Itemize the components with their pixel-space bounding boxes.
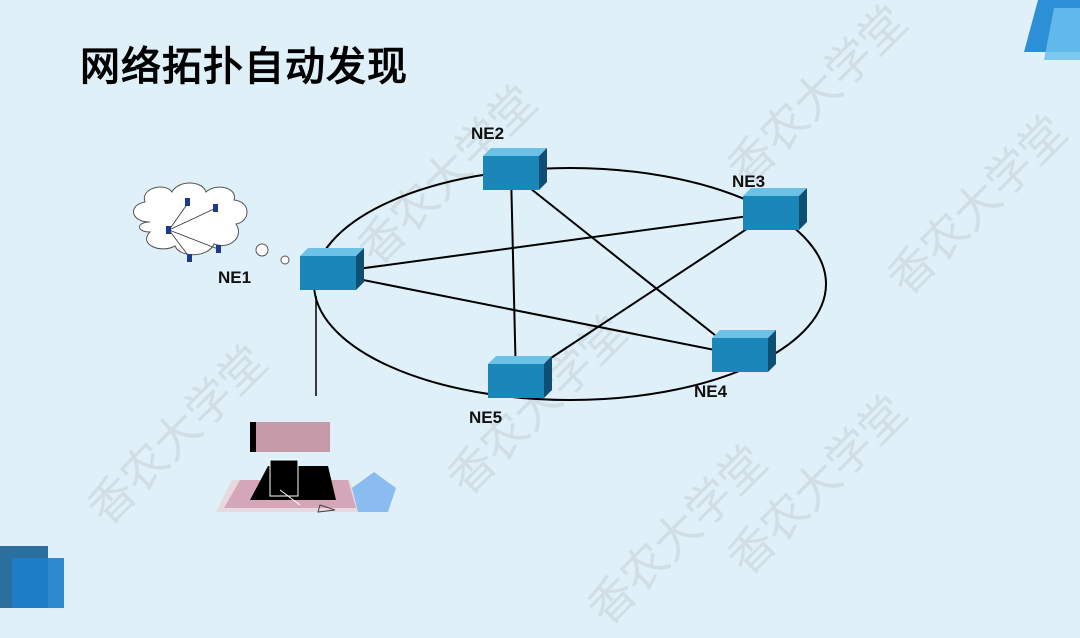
link-ne2-ne5 — [510, 172, 517, 382]
link-ne1-ne4 — [327, 272, 741, 356]
ne1-label: NE1 — [218, 268, 252, 287]
switch-ne4[interactable] — [712, 330, 776, 372]
switch-ne2[interactable] — [483, 148, 547, 190]
link-ne2-ne4 — [510, 172, 741, 356]
topology-diagram — [133, 148, 827, 513]
ne3-label: NE3 — [732, 172, 766, 191]
star-links — [327, 172, 772, 382]
bottom-left-decoration — [0, 540, 64, 608]
switch-ne1[interactable] — [300, 248, 364, 290]
switch-ne5[interactable] — [488, 356, 552, 398]
ne5-label: NE5 — [469, 408, 503, 427]
cloud-network — [133, 182, 290, 265]
link-ne3-ne5 — [515, 212, 772, 382]
link-ne1-ne3 — [327, 212, 772, 274]
top-right-decoration — [1024, 0, 1080, 60]
ne4-label: NE4 — [694, 382, 728, 401]
page-title: 网络拓扑自动发现 — [80, 44, 408, 90]
ne2-label: NE2 — [471, 124, 505, 143]
management-workstation — [216, 422, 396, 513]
switch-ne3[interactable] — [743, 188, 807, 230]
